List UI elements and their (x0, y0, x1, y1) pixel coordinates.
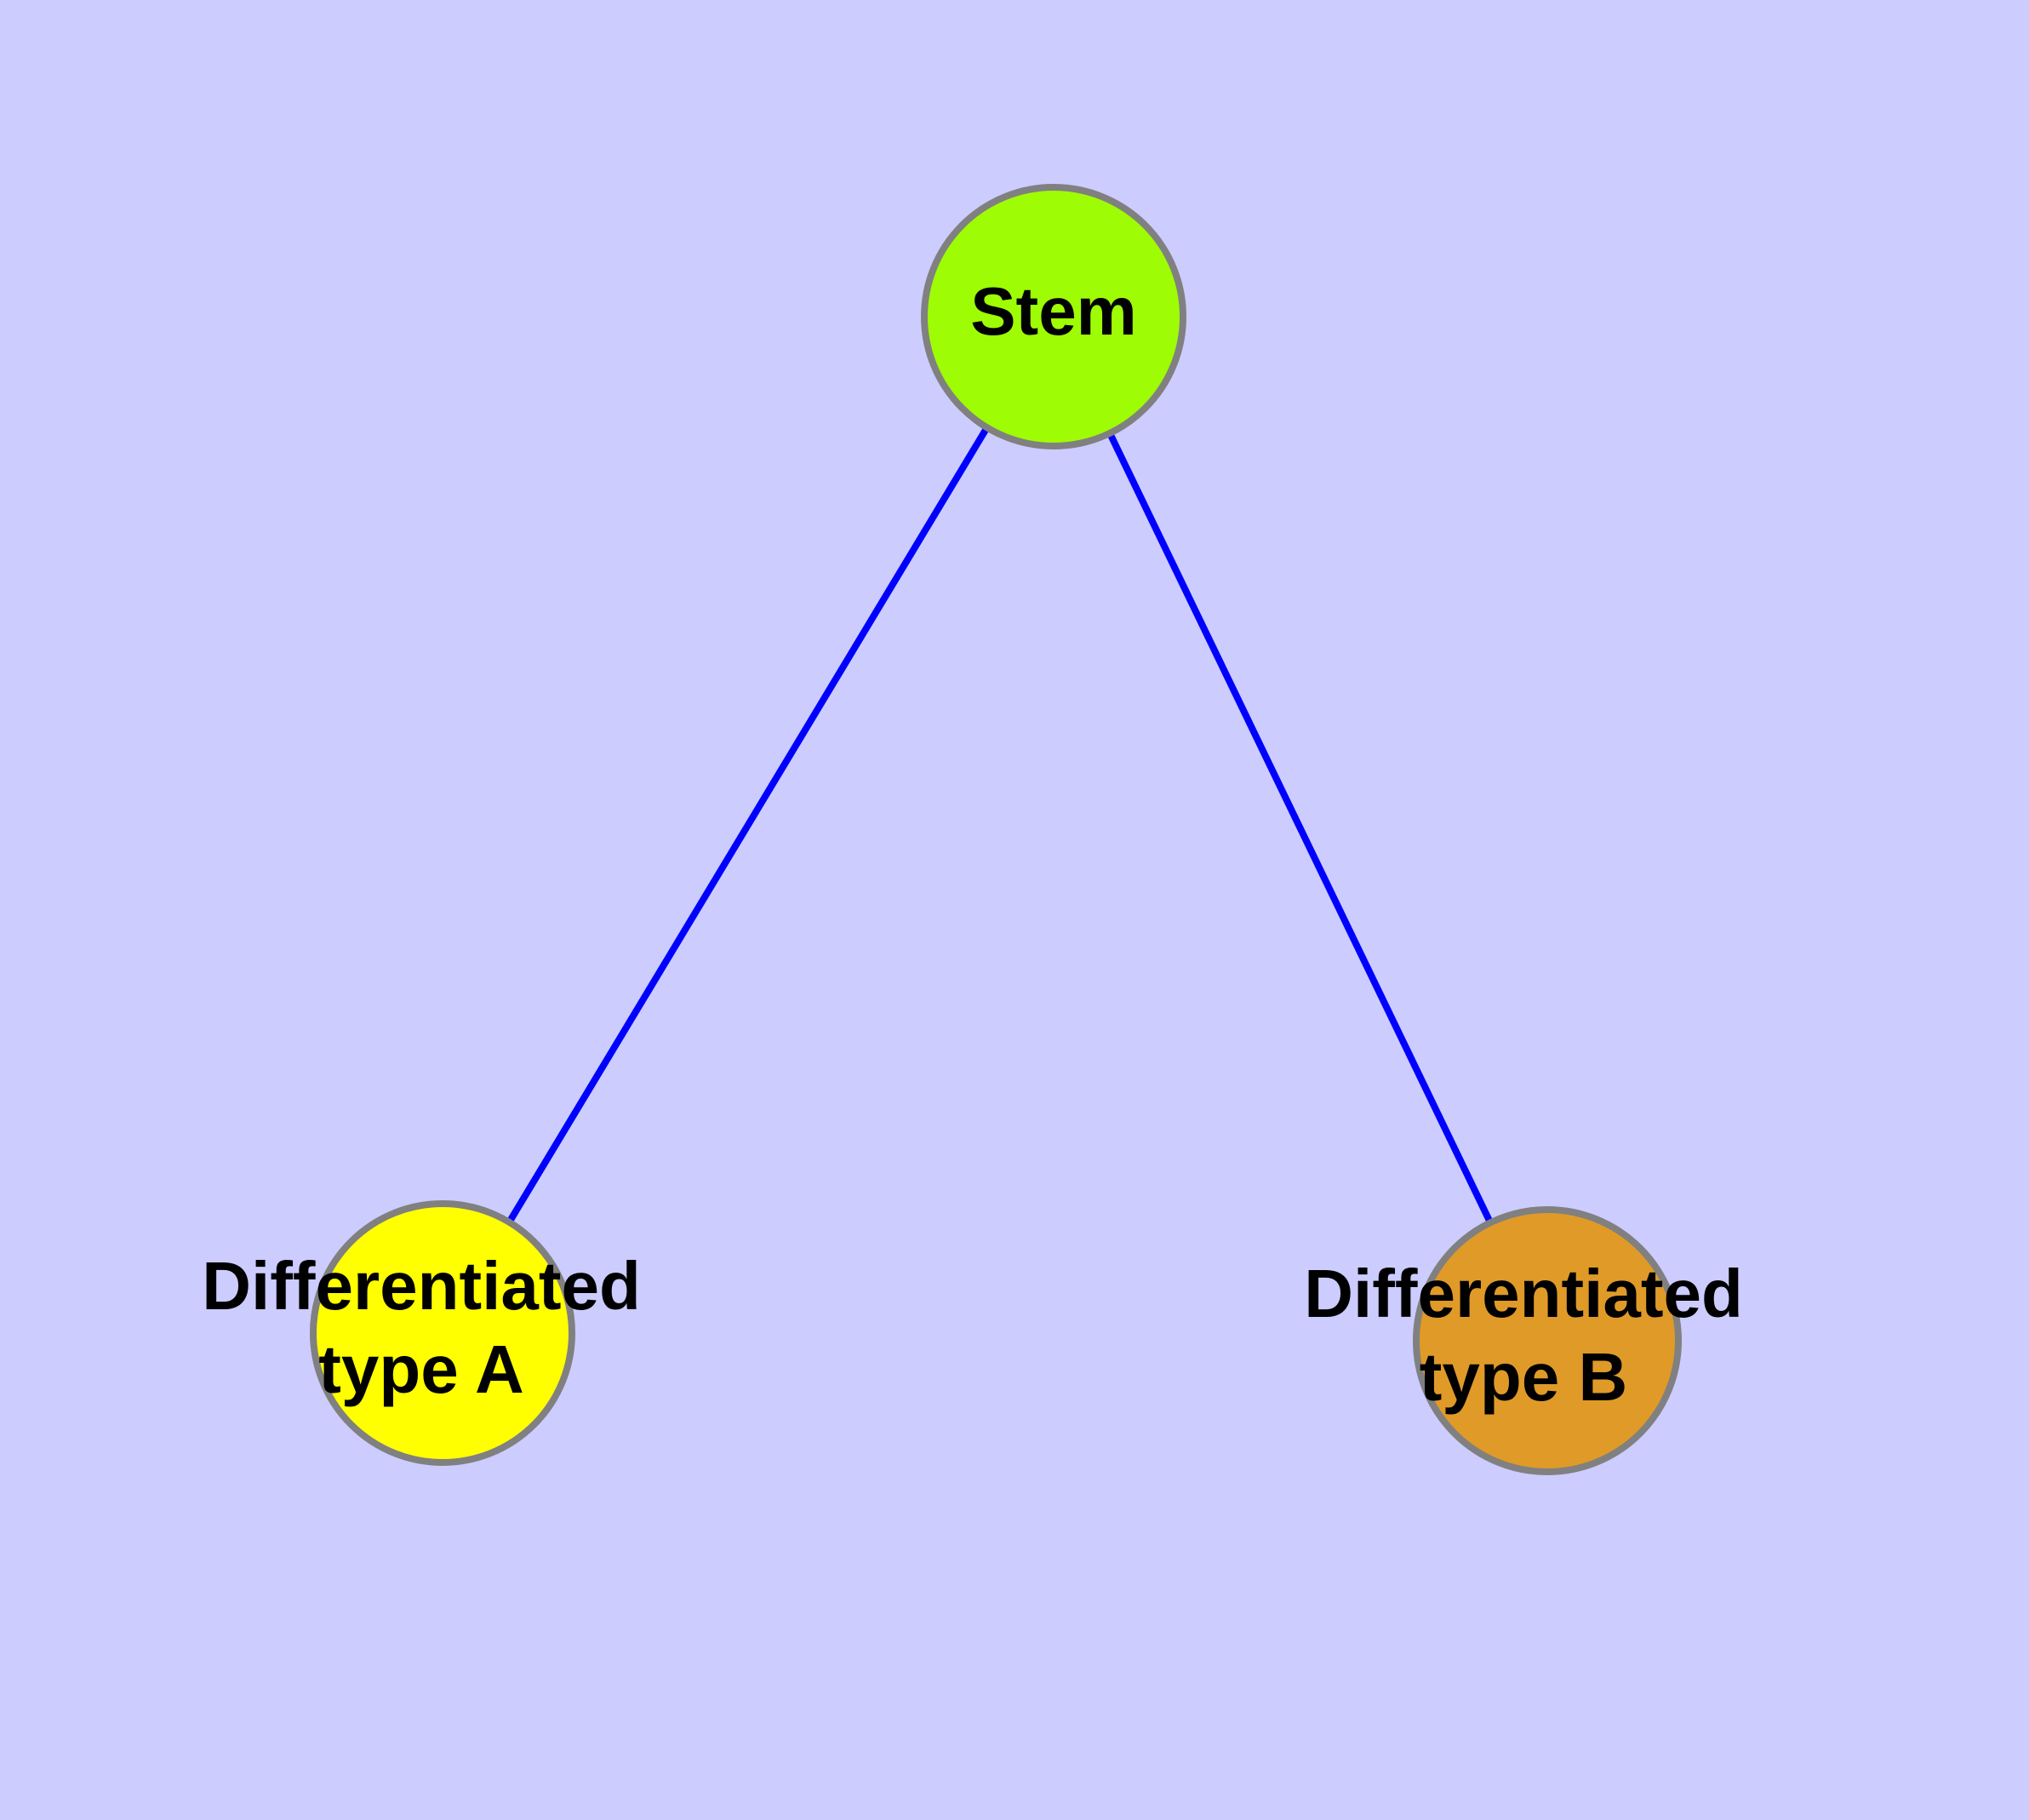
node-label-line: Stem (970, 273, 1137, 349)
edge-stem-to-a (439, 314, 1057, 1336)
edge-stem-to-b (1050, 315, 1551, 1342)
node-diff_a[interactable] (310, 1200, 575, 1466)
edges-layer (439, 314, 1551, 1342)
node-label-line: type A (318, 1331, 524, 1407)
node-label-line: type B (1420, 1339, 1628, 1415)
node-stem[interactable] (921, 184, 1186, 449)
node-label-line: Differentiated (202, 1248, 641, 1324)
node-label-diff_b: Differentiated type B (1304, 1256, 1743, 1415)
node-label-stem: Stem (970, 273, 1137, 349)
nodes-layer (310, 184, 1682, 1475)
node-label-line: Differentiated (1304, 1256, 1743, 1331)
node-diff_b[interactable] (1413, 1206, 1682, 1475)
